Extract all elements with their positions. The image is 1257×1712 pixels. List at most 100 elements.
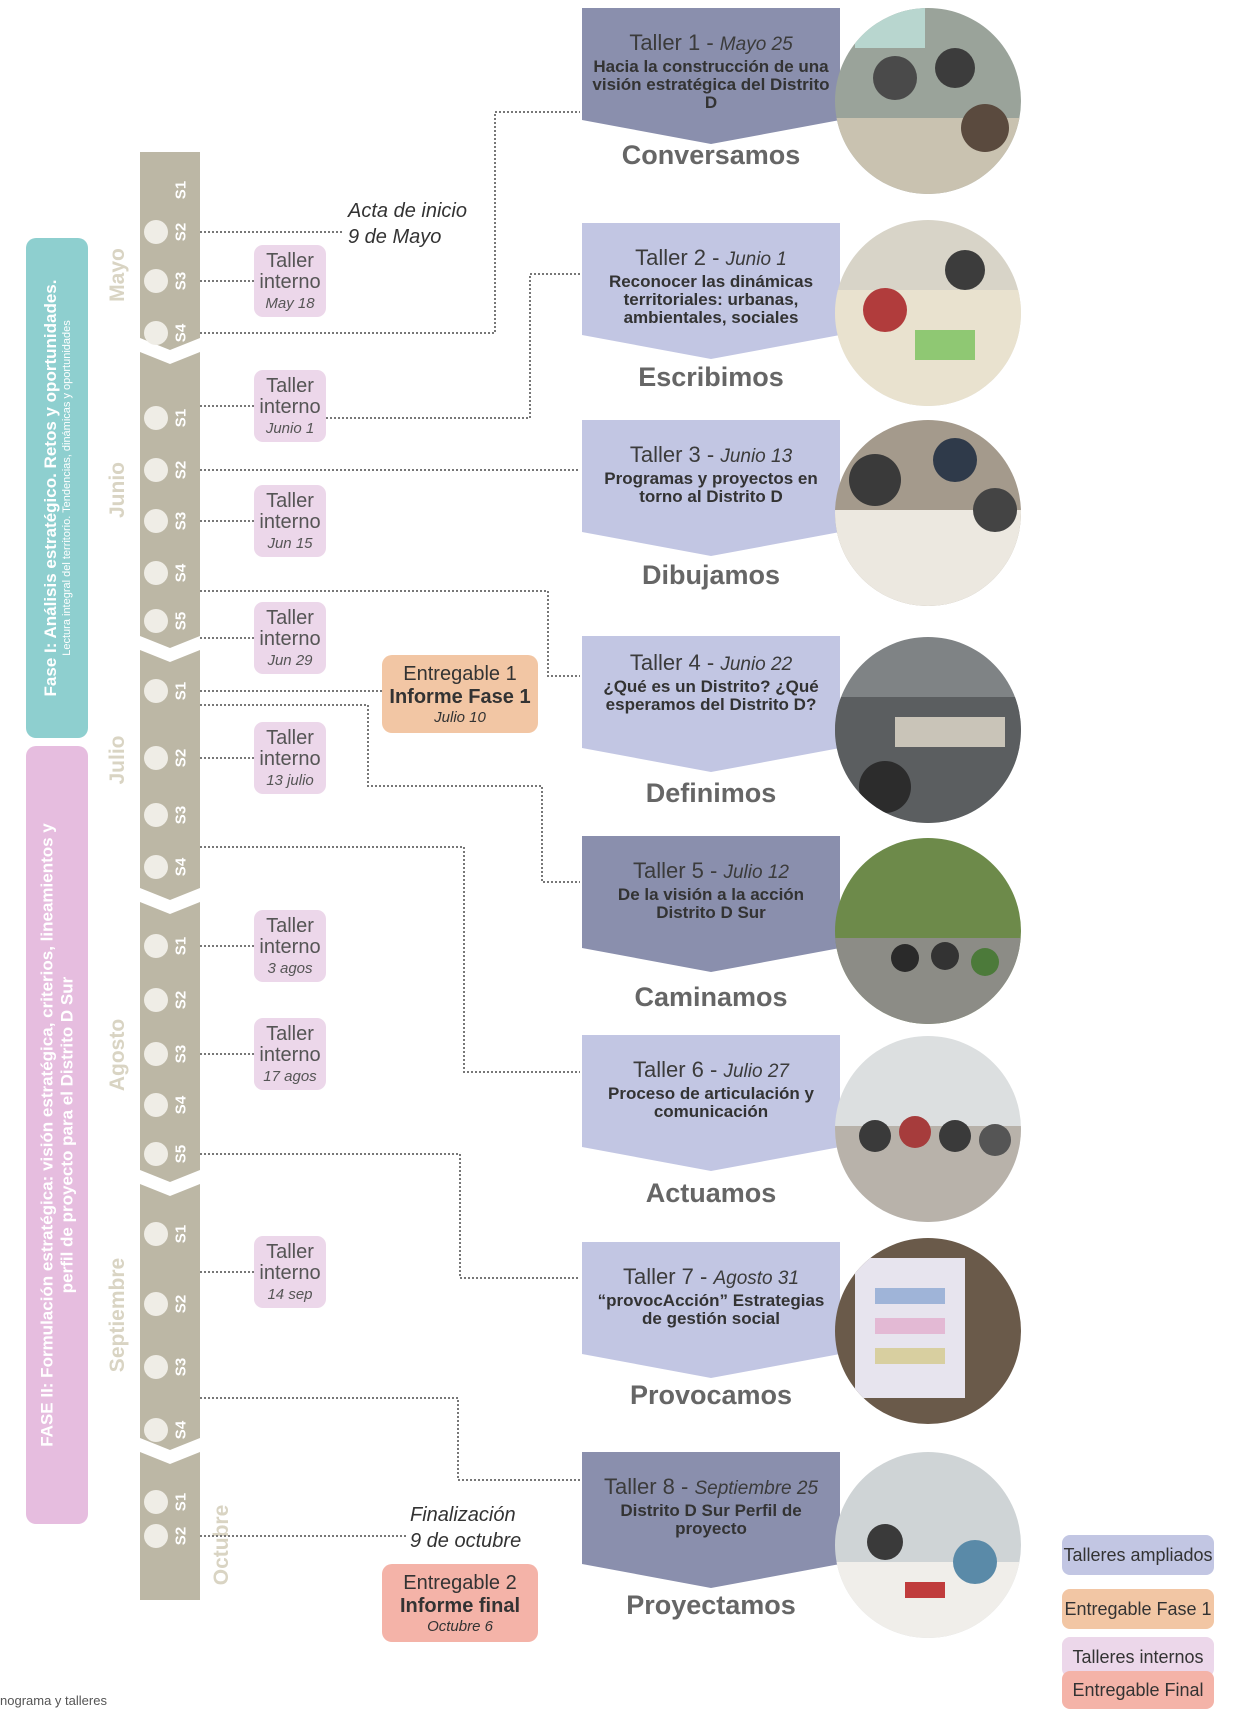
phase-1-band: Fase I: Análisis estratégico. Retos y op… — [26, 238, 88, 738]
taller-4-name: Taller 4 - — [629, 650, 721, 675]
week-junio-s2: S2 — [140, 455, 200, 485]
week-septiembre-s2: S2 — [140, 1289, 200, 1319]
taller-6-verb: Actuamos — [645, 1178, 777, 1208]
taller-1-verb: Conversamos — [621, 140, 801, 170]
week-mayo-s1: S1 — [172, 180, 190, 200]
taller-4-verb: Definimos — [645, 778, 777, 808]
month-septiembre: Septiembre — [106, 1257, 129, 1373]
taller-8-verb: Proyectamos — [626, 1590, 796, 1620]
taller-7-photo — [835, 1238, 1021, 1424]
taller-3-verb: Dibujamos — [641, 560, 781, 590]
taller-2-desc: Reconocer las dinámicas territoriales: u… — [608, 272, 814, 327]
taller-6: Taller 6 - Julio 27 Proceso de articulac… — [582, 1035, 840, 1171]
week-septiembre-s4: S4 — [140, 1415, 200, 1445]
taller-4: Taller 4 - Junio 22 ¿Qué es un Distrito?… — [582, 636, 840, 772]
figure-caption: nograma y talleres — [0, 1693, 107, 1708]
week-mayo-s2: S2 — [140, 217, 200, 247]
taller-3-desc: Programas y proyectos en torno al Distri… — [604, 469, 818, 506]
week-agosto-s3: S3 — [140, 1039, 200, 1069]
taller-7-date: Agosto 31 — [713, 1268, 800, 1289]
taller-6-name: Taller 6 - — [633, 1057, 724, 1082]
month-julio: Julio — [106, 735, 129, 785]
week-julio-s2: S2 — [140, 743, 200, 773]
week-agosto-s1: S1 — [140, 931, 200, 961]
taller-2-photo — [835, 220, 1021, 406]
taller-1-photo — [835, 8, 1021, 194]
month-agosto: Agosto — [106, 1018, 129, 1092]
taller-3-photo — [835, 420, 1021, 606]
week-septiembre-s1: S1 — [140, 1219, 200, 1249]
week-octubre-s1: S1 — [140, 1487, 200, 1517]
month-mayo: Mayo — [106, 248, 129, 302]
taller-1-name: Taller 1 - — [629, 30, 720, 55]
taller-8-photo — [835, 1452, 1021, 1638]
phase-1-title: Fase I: Análisis estratégico. Retos y op… — [40, 279, 60, 697]
taller-4-desc: ¿Qué es un Distrito? ¿Qué esperamos del … — [603, 677, 819, 714]
taller-8-name: Taller 8 - — [603, 1474, 695, 1499]
week-junio-s3: S3 — [140, 506, 200, 536]
month-junio: Junio — [106, 462, 129, 518]
taller-4-date: Junio 22 — [720, 654, 793, 675]
taller-3: Taller 3 - Junio 13 Programas y proyecto… — [582, 420, 840, 556]
legend-talleres-internos: Talleres internos — [1062, 1637, 1214, 1677]
taller-8-desc: Distrito D Sur Perfil de proyecto — [620, 1501, 802, 1538]
month-octubre: Octubre — [210, 1504, 233, 1586]
legend-talleres-ampliados: Talleres ampliados — [1062, 1535, 1214, 1575]
taller-6-photo — [835, 1036, 1021, 1222]
taller-3-name: Taller 3 - — [629, 442, 721, 467]
taller-7-name: Taller 7 - — [622, 1264, 714, 1289]
week-mayo-s3: S3 — [140, 266, 200, 296]
week-agosto-s2: S2 — [140, 985, 200, 1015]
week-julio-s4: S4 — [140, 852, 200, 882]
legend-entregable-fase-1: Entregable Fase 1 — [1062, 1589, 1214, 1629]
taller-6-date: Julio 27 — [723, 1061, 789, 1082]
taller-1-desc: Hacia la construcción de una visión estr… — [592, 57, 830, 112]
taller-5-desc: De la visión a la acción Distrito D Sur — [617, 885, 805, 922]
week-octubre-s2: S2 — [140, 1521, 200, 1551]
taller-2-verb: Escribimos — [638, 362, 784, 392]
week-junio-s5: S5 — [140, 606, 200, 636]
taller-8-date: Septiembre 25 — [694, 1478, 819, 1499]
taller-5-verb: Caminamos — [634, 982, 788, 1012]
taller-2-date: Junio 1 — [725, 249, 787, 270]
week-julio-s3: S3 — [140, 800, 200, 830]
taller-7-desc: “provocAcción” Estrategias de gestión so… — [597, 1291, 825, 1328]
taller-2: Taller 2 - Junio 1 Reconocer las dinámic… — [582, 223, 840, 359]
week-junio-s4: S4 — [140, 558, 200, 588]
taller-1-date: Mayo 25 — [719, 34, 793, 55]
taller-4-photo — [835, 637, 1021, 823]
week-agosto-s4: S4 — [140, 1090, 200, 1120]
week-agosto-s5: S5 — [140, 1139, 200, 1169]
taller-3-date: Junio 13 — [720, 446, 793, 467]
taller-8: Taller 8 - Septiembre 25 Distrito D Sur … — [582, 1452, 840, 1588]
week-mayo-s4: S4 — [140, 318, 200, 348]
week-julio-s1: S1 — [140, 676, 200, 706]
taller-5: Taller 5 - Julio 12 De la visión a la ac… — [582, 836, 840, 972]
week-junio-s1: S1 — [140, 403, 200, 433]
taller-7-verb: Provocamos — [629, 1380, 793, 1410]
taller-1: Taller 1 - Mayo 25 Hacia la construcción… — [582, 8, 840, 144]
taller-5-name: Taller 5 - — [633, 858, 724, 883]
phase-1-subtitle: Lectura integral del territorio. Tendenc… — [60, 320, 73, 656]
taller-5-photo — [835, 838, 1021, 1024]
taller-7: Taller 7 - Agosto 31 “provocAcción” Estr… — [582, 1242, 840, 1378]
week-septiembre-s3: S3 — [140, 1352, 200, 1382]
taller-6-desc: Proceso de articulación y comunicación — [608, 1084, 814, 1121]
phase-2-subtitle: perfil de proyecto para el Distrito D Su… — [57, 976, 76, 1294]
phase-2-title: FASE II: Formulación estratégica: visión… — [37, 823, 57, 1447]
phase-2-band: FASE II: Formulación estratégica: visión… — [26, 746, 88, 1524]
taller-5-date: Julio 12 — [723, 862, 789, 883]
taller-2-name: Taller 2 - — [635, 245, 726, 270]
